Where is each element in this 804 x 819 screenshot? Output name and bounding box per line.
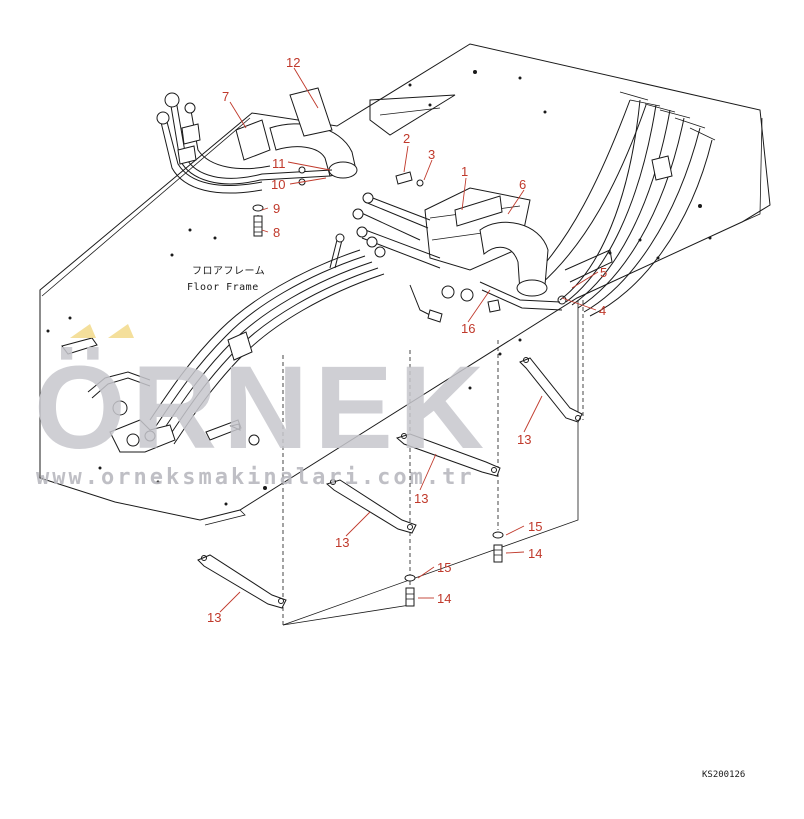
callout-leaders: [219, 67, 599, 613]
callout-15a: 15: [437, 560, 451, 575]
callout-4: 4: [599, 303, 606, 318]
callout-2: 2: [403, 131, 410, 146]
callout-13d: 13: [517, 432, 531, 447]
callout-13c: 13: [414, 491, 428, 506]
bolts-washers: [252, 166, 504, 607]
callout-6: 6: [519, 177, 526, 192]
callout-9: 9: [273, 201, 280, 216]
support-brackets: [197, 357, 583, 609]
callout-15b: 15: [528, 519, 542, 534]
floor-frame-plate: [39, 43, 771, 526]
callout-10: 10: [271, 177, 285, 192]
mounting-guide-lines: [257, 215, 584, 626]
callout-14a: 14: [437, 591, 451, 606]
floor-label-jp: フロアフレーム: [192, 265, 265, 277]
hose-bundle-right: [529, 91, 716, 317]
drawing-code: KS200126: [702, 770, 745, 780]
callout-5: 5: [600, 265, 607, 280]
watermark: ÖRNEK www.orneksmakinalari.com.tr: [34, 324, 490, 490]
floor-label-en: Floor Frame: [187, 282, 259, 293]
callout-1: 1: [461, 164, 468, 179]
callout-13a: 13: [207, 610, 221, 625]
callout-12: 12: [286, 55, 300, 70]
hose-loop-upper-left: [156, 92, 333, 194]
callout-16: 16: [461, 321, 475, 336]
callout-14b: 14: [528, 546, 542, 561]
callout-numbers: 7 12 11 10 9 8 2 3 1 6 5 4 16 13 13 13 1…: [207, 55, 607, 625]
watermark-url: www.orneksmakinalari.com.tr: [36, 465, 475, 490]
floor-frame-label: フロアフレーム Floor Frame: [187, 265, 265, 293]
callout-7: 7: [222, 89, 229, 104]
callout-3: 3: [428, 147, 435, 162]
center-valve-cluster: [235, 87, 563, 323]
callout-11: 11: [272, 156, 286, 171]
callout-13b: 13: [335, 535, 349, 550]
hose-bundle: [87, 233, 385, 453]
callout-8: 8: [273, 225, 280, 240]
watermark-logo-text: ÖRNEK: [34, 342, 490, 474]
